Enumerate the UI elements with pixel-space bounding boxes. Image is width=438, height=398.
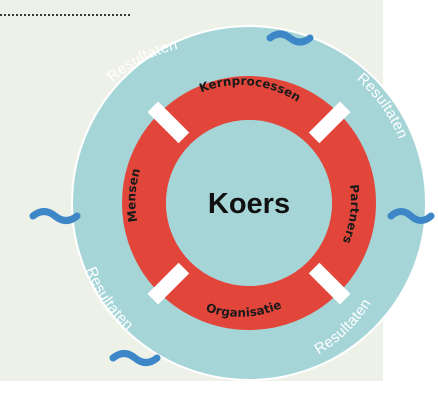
wave-icon (387, 208, 435, 224)
dotted-rule (0, 14, 130, 16)
center-label: Koers (208, 188, 290, 220)
wave-icon (29, 208, 81, 224)
center-disk (166, 120, 332, 286)
red-ring (122, 76, 376, 330)
ring-separators (147, 101, 351, 305)
wave-icon (266, 30, 314, 46)
wave-icon (109, 350, 161, 366)
ring-label-left: Mensen (124, 167, 143, 223)
